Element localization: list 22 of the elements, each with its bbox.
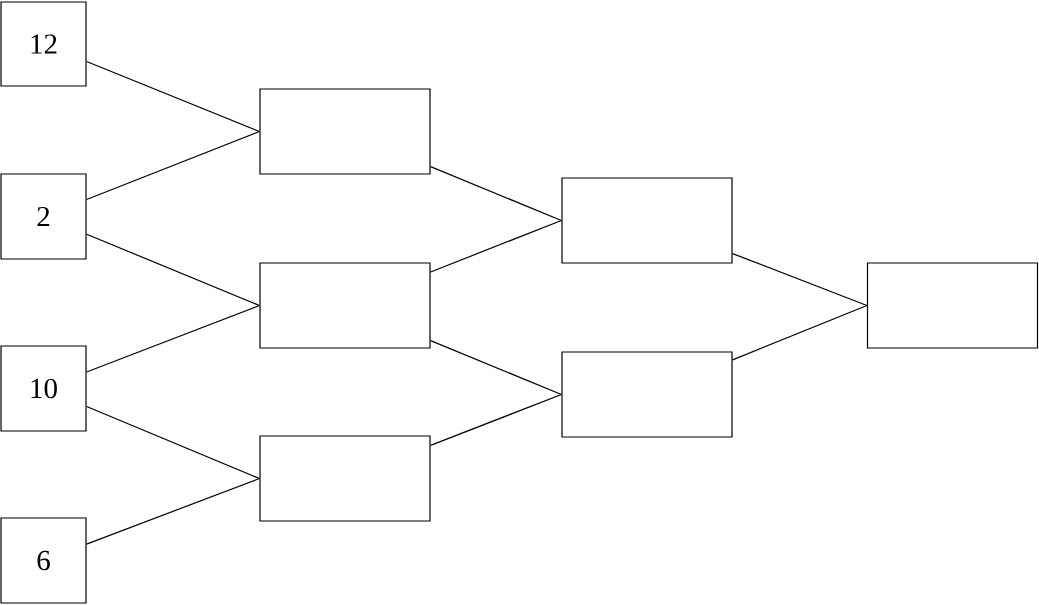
connector-line (732, 253, 868, 307)
number-box: 10 (0, 345, 87, 432)
empty-box (561, 351, 733, 438)
empty-box (866, 262, 1039, 349)
connector-line (430, 393, 562, 446)
connector-line (430, 340, 562, 396)
connector-line (86, 233, 260, 307)
number-box: 2 (0, 173, 87, 260)
empty-box (259, 88, 431, 175)
number-box: 6 (0, 517, 87, 604)
connector-line (86, 405, 260, 480)
empty-box (561, 177, 733, 264)
connector-line (430, 219, 562, 273)
empty-box (259, 435, 431, 522)
connector-line (732, 304, 868, 361)
connector-line (86, 60, 260, 133)
connector-line (86, 130, 260, 201)
connector-line (86, 477, 260, 545)
connector-line (430, 166, 562, 222)
number-box: 12 (0, 1, 87, 87)
connector-line (86, 304, 260, 373)
empty-box (259, 262, 431, 349)
